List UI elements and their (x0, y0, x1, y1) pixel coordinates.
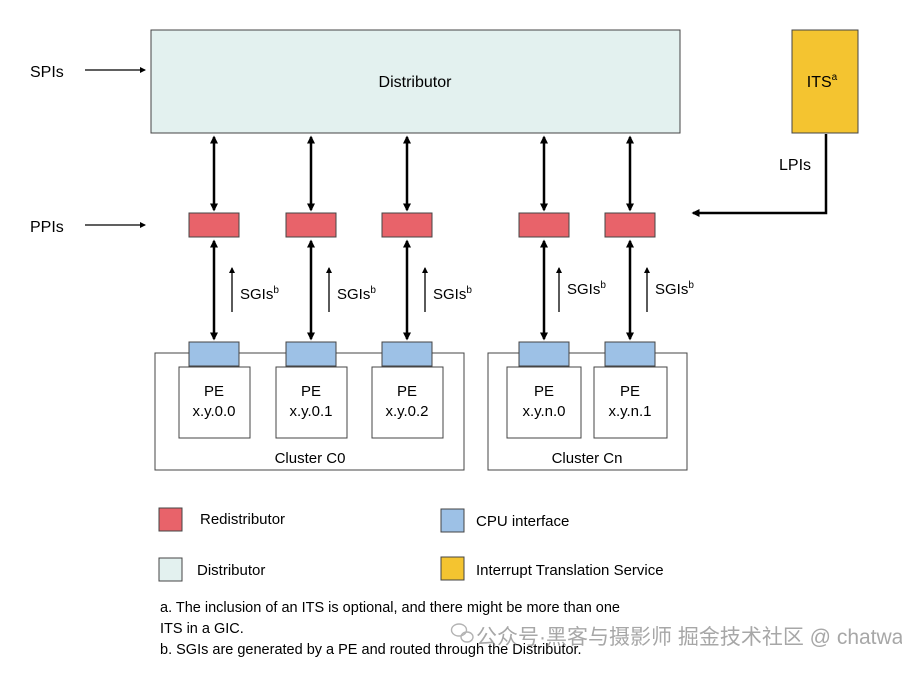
sgi-superscript: b (600, 280, 606, 291)
sgi-label: SGIsb (655, 280, 694, 298)
redistributor-box (605, 213, 655, 237)
sgi-superscript: b (466, 285, 472, 296)
footnote-a-line2: ITS in a GIC. (160, 621, 244, 637)
distributor-label: Distributor (379, 74, 453, 91)
cluster-cn-label: Cluster Cn (552, 450, 623, 467)
watermark: 公众号·黑客与摄影师 掘金技术社区 @ chatway1989 (452, 624, 902, 649)
pe-id: x.y.0.2 (385, 403, 428, 420)
pe-label: PE (301, 383, 321, 400)
redistributor-box (286, 213, 336, 237)
legend-distributor-swatch (159, 558, 182, 581)
pe-label: PE (534, 383, 554, 400)
legend-redistributor-swatch (159, 508, 182, 531)
sgi-superscript: b (688, 280, 694, 291)
cpu-interface-box (382, 342, 432, 366)
sgi-label: SGIsb (240, 285, 279, 303)
cpu-interface-box (189, 342, 239, 366)
legend-its-swatch (441, 557, 464, 580)
its-superscript: a (832, 72, 838, 83)
spis-label: SPIs (30, 64, 64, 81)
sgi-superscript: b (273, 285, 279, 296)
footnote-a-line1: a. The inclusion of an ITS is optional, … (160, 600, 620, 616)
cpu-interface-box (519, 342, 569, 366)
pe-label: PE (620, 383, 640, 400)
legend-distributor-label: Distributor (197, 562, 265, 579)
sgi-label: SGIsb (337, 285, 376, 303)
cpu-interface-box (286, 342, 336, 366)
cluster-c0-label: Cluster C0 (275, 450, 346, 467)
pe-label: PE (397, 383, 417, 400)
legend-cpu-interface-swatch (441, 509, 464, 532)
pe-label: PE (204, 383, 224, 400)
legend-cpu-interface-label: CPU interface (476, 513, 569, 530)
pe-id: x.y.0.1 (289, 403, 332, 420)
sgi-label: SGIsb (567, 280, 606, 298)
lpis-label: LPIs (779, 157, 811, 174)
watermark-text: 公众号·黑客与摄影师 掘金技术社区 @ chatway1989 (476, 626, 902, 649)
legend: Redistributor CPU interface Distributor … (159, 508, 664, 581)
sgi-label: SGIsb (433, 285, 472, 303)
wechat-icon (452, 624, 474, 642)
pe-id: x.y.n.1 (608, 403, 651, 420)
legend-its-label: Interrupt Translation Service (476, 562, 664, 579)
legend-redistributor-label: Redistributor (200, 511, 285, 528)
pe-id: x.y.0.0 (192, 403, 235, 420)
pe-id: x.y.n.0 (522, 403, 565, 420)
redistributor-box (382, 213, 432, 237)
sgi-superscript: b (370, 285, 376, 296)
redistributor-box (519, 213, 569, 237)
cpu-interface-box (605, 342, 655, 366)
ppis-label: PPIs (30, 219, 64, 236)
redistributor-box (189, 213, 239, 237)
